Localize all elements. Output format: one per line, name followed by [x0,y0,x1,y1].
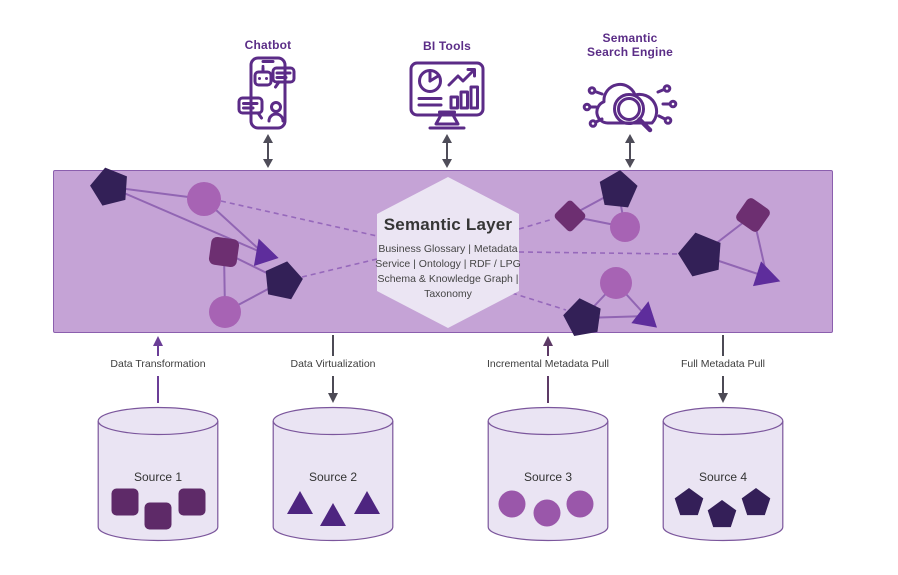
source-4-label: Source 4 [698,470,748,484]
flow-label-incremental-metadata-pull: Incremental Metadata Pull [487,358,609,370]
semantic-search-engine-icon [582,82,678,133]
double-arrow-semantic-search [625,134,635,168]
source-4-cylinder [662,406,784,542]
source-1-shapes [111,488,206,530]
chat-bubble [237,96,264,115]
person-body [267,112,285,123]
double-arrow-chatbot [263,134,273,168]
consumer-label-semantic-search: Semantic Search Engine [587,31,673,59]
consumer-label-chatbot: Chatbot [244,38,292,52]
monitor-outline [409,61,485,117]
magnifier-glass [613,93,645,125]
person-head [270,101,282,113]
semantic-layer-text: Semantic Layer Business Glossary | Metad… [375,215,521,302]
bar-chart [449,95,459,110]
flow-label-full-metadata-pull: Full Metadata Pull [680,358,766,370]
source-1-label: Source 1 [133,470,183,484]
source-2-cylinder [272,406,394,542]
source-3-label: Source 3 [523,470,573,484]
monitor-stand [434,113,460,126]
source-2-shapes [287,491,380,526]
source-3-shapes [498,490,594,527]
consumer-label-bi-tools: BI Tools [422,39,472,53]
flow-label-data-transformation: Data Transformation [110,358,206,370]
source-3-cylinder [487,406,609,542]
semantic-layer-title: Semantic Layer [383,215,513,234]
trend-arrow [447,68,476,87]
network-node [587,86,597,95]
cloud-outline [595,82,659,125]
magnifier-handle [637,117,653,133]
source-4-shapes [674,488,771,528]
chat-bubble [271,66,296,84]
semantic-layer-subtitle: Business Glossary | Metadata Service | O… [375,243,521,300]
double-arrow-bi-tools [442,134,452,168]
chatbot-icon [237,56,296,130]
bi-tools-icon [409,61,485,130]
source-2-label: Source 2 [308,470,358,484]
robot-head [253,70,273,87]
source-1-cylinder [97,406,219,542]
flow-label-data-virtualization: Data Virtualization [290,358,376,370]
phone-outline [249,56,287,130]
